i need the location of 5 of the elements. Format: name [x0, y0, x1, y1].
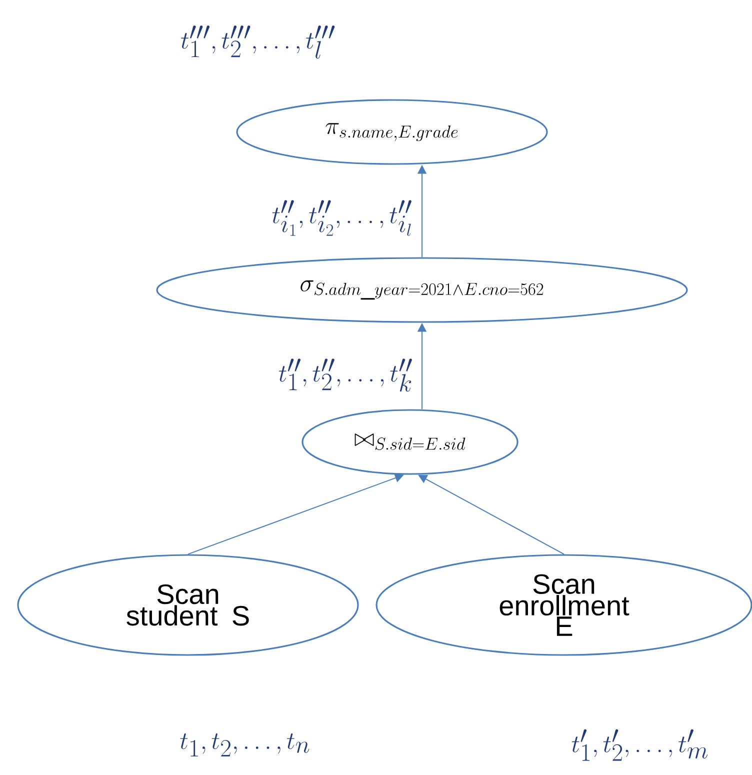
tuple-label: $t'_1, t'_2, \ldots, t_m'$ [572, 729, 708, 761]
tuple-label: $t_1''', t_2''', \ldots, t_l'''$ [181, 26, 335, 59]
tuple-label: $t_1, t_2, \ldots, t_n$ [180, 733, 310, 756]
edge-label: $t''_{i_1}, t''_{i_2}, \ldots, t''_{i_l}$ [272, 200, 412, 236]
edge-label: $t''_1, t''_2, \ldots, t''_k$ [278, 358, 412, 392]
